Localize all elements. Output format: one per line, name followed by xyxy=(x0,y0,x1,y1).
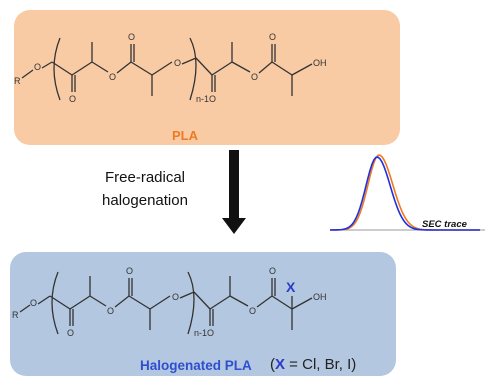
hpla-oxygen-2: O xyxy=(67,328,74,338)
reaction-label-line1: Free-radical xyxy=(104,169,186,186)
halide-legend: (X = Cl, Br, I) xyxy=(270,356,356,373)
pla-oxygen-3: O xyxy=(109,72,116,82)
halide-x: X xyxy=(275,356,286,373)
reaction-arrow-head xyxy=(222,218,246,234)
pla-oxygen-6: O xyxy=(209,94,216,104)
pla-oxygen-2: O xyxy=(69,94,76,104)
hpla-halogen-x: X xyxy=(286,279,296,295)
pla-right-bracket xyxy=(189,37,197,101)
pla-caption: PLA xyxy=(172,128,198,143)
pla-repeat-subscript: n-1 xyxy=(196,94,209,104)
pla-oxygen-8: O xyxy=(269,32,276,42)
hpla-oxygen-7: O xyxy=(249,306,256,316)
hpla-right-bracket xyxy=(187,271,195,335)
pla-r-group: R xyxy=(14,76,21,86)
pla-left-bracket xyxy=(53,37,61,101)
hpla-hydroxyl: OH xyxy=(313,292,327,302)
hpla-oxygen-3: O xyxy=(107,306,114,316)
halide-open: ( xyxy=(270,356,275,373)
halogenated-pla-panel xyxy=(10,252,396,376)
pla-oxygen-7: O xyxy=(251,72,258,82)
pla-oxygen-4: O xyxy=(128,32,135,42)
pla-oxygen-1: O xyxy=(34,62,41,72)
pla-panel xyxy=(14,10,400,145)
hpla-oxygen-5: O xyxy=(172,292,179,302)
pla-hydroxyl: OH xyxy=(313,58,327,68)
hpla-oxygen-8: O xyxy=(269,266,276,276)
halogenated-pla-caption: Halogenated PLA xyxy=(140,358,252,373)
hpla-oxygen-4: O xyxy=(126,266,133,276)
sec-trace-label: SEC trace xyxy=(422,219,467,230)
hpla-oxygen-6: O xyxy=(207,328,214,338)
pla-oxygen-5: O xyxy=(174,58,181,68)
hpla-oxygen-1: O xyxy=(30,298,37,308)
halide-list: = Cl, Br, I) xyxy=(285,356,357,373)
reaction-label-line2: halogenation xyxy=(102,192,188,209)
sec-trace-blue xyxy=(329,156,480,231)
hpla-r-group: R xyxy=(12,310,19,320)
hpla-repeat-subscript: n-1 xyxy=(194,328,207,338)
sec-trace-plot xyxy=(329,154,485,231)
hpla-left-bracket xyxy=(51,271,59,335)
reaction-arrow-shaft xyxy=(229,150,239,222)
